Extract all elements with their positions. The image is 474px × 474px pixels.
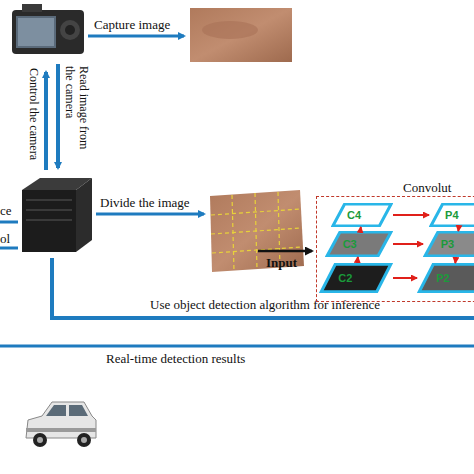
divided-photo — [210, 190, 304, 272]
layer-name: P3 — [441, 238, 454, 250]
layer-name: P2 — [436, 272, 449, 284]
layer-shape — [325, 231, 393, 257]
input-label: Input — [266, 256, 297, 271]
input-arrow — [258, 250, 312, 253]
layer-outline — [419, 264, 474, 292]
read-arrow — [56, 64, 60, 168]
feature-layer: P4 — [429, 203, 474, 227]
car-illustration — [26, 402, 96, 447]
feature-layer: P3 — [423, 231, 474, 257]
layer-name: C3 — [343, 238, 357, 250]
frame-heading: Convolut — [403, 180, 451, 196]
step-label: Divide the image — [100, 196, 190, 211]
feature-arrow — [393, 243, 423, 245]
feature-arrow — [457, 227, 460, 231]
feature-arrow — [454, 257, 457, 263]
cut-wire — [0, 247, 18, 250]
edge-device — [22, 178, 92, 252]
feature-arrow — [356, 257, 359, 263]
feature-layer: P2 — [417, 263, 474, 293]
control-arrow — [44, 72, 48, 170]
step-label: Read image from the camera — [62, 66, 90, 166]
layer-shape — [331, 203, 393, 227]
cut-label: ol — [0, 232, 10, 247]
step-label: Capture image — [94, 18, 170, 33]
layer-name: C2 — [338, 272, 352, 284]
network-frame: ConvolutC4C3C2P4P3P2 — [316, 196, 474, 302]
feature-layer: C2 — [319, 263, 393, 293]
step-label: Use object detection algorithm for infer… — [150, 298, 380, 313]
feature-layer: C3 — [325, 231, 393, 257]
layer-outline — [425, 232, 474, 256]
results-line — [0, 345, 474, 348]
feature-arrow — [359, 227, 362, 231]
inference-line — [52, 258, 474, 318]
step-label: Control the camera — [26, 68, 40, 160]
layer-name: P4 — [445, 209, 458, 221]
layer-outline — [327, 232, 391, 256]
feature-arrow — [393, 214, 429, 216]
captured-photo — [190, 8, 292, 62]
feature-layer: C4 — [331, 203, 393, 227]
layer-outline — [321, 264, 391, 292]
step-label: Real-time detection results — [106, 352, 245, 367]
capture-arrow — [88, 35, 184, 38]
layer-shape — [319, 263, 393, 293]
layer-name: C4 — [347, 209, 361, 221]
layer-outline — [431, 204, 474, 226]
cut-wire — [0, 221, 18, 224]
camera-illustration — [12, 4, 84, 54]
feature-arrow — [393, 277, 417, 279]
cut-label: ce — [0, 204, 12, 219]
divide-arrow — [96, 213, 204, 216]
layer-outline — [333, 204, 391, 226]
